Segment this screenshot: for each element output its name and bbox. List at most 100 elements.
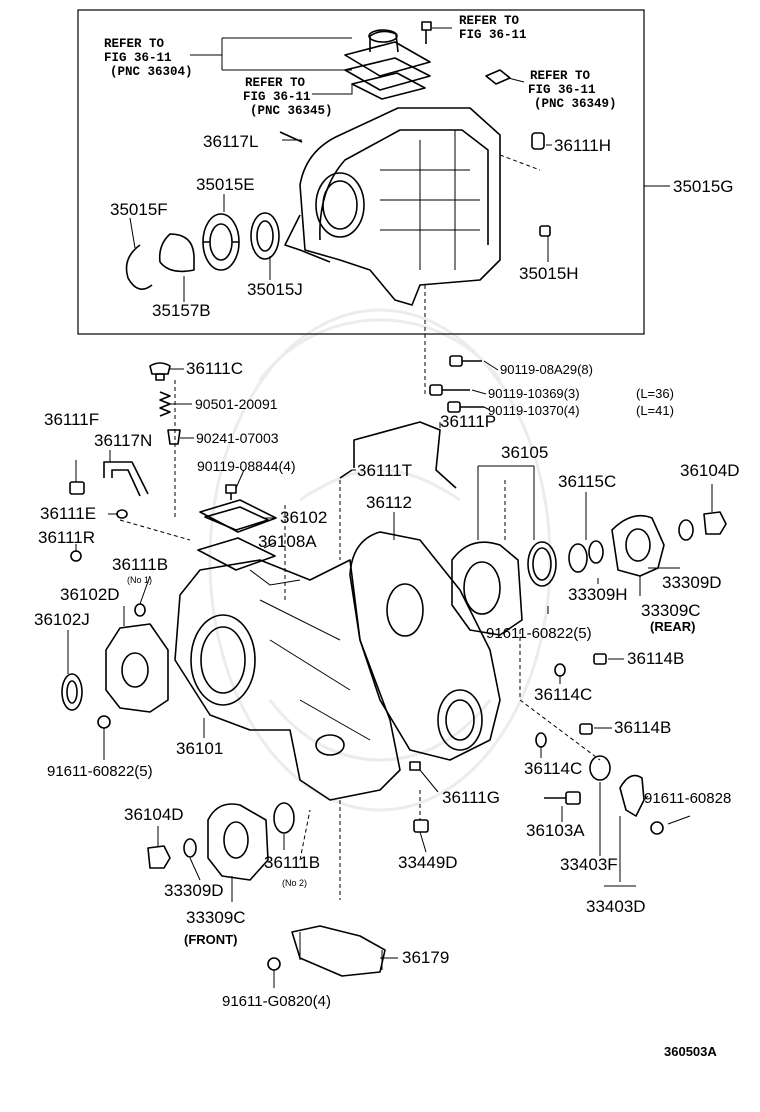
bolt-icon (421, 21, 432, 44)
label-36112: 36112 (366, 493, 412, 512)
ref-a-line1: REFER TO (459, 14, 520, 28)
label-36111H: 36111H (554, 136, 611, 155)
label-35015E: 35015E (196, 175, 255, 194)
label-36114C-lower: 36114C (524, 759, 582, 778)
label-90501-20091: 90501-20091 (195, 396, 278, 412)
washer-33309D-front (183, 838, 197, 858)
bolt-36111C (149, 362, 171, 381)
washer-33309D-rear (678, 519, 694, 541)
washer-36111E (116, 509, 128, 519)
bolt-group-90119 (429, 355, 484, 413)
label-33309C-front: 33309C (186, 908, 246, 927)
adapter-inset-frame (77, 9, 645, 335)
seal-ring-36105 (527, 541, 557, 587)
label-36103A: 36103A (526, 821, 585, 840)
bearing-35015E (202, 213, 240, 271)
ref-d-line2: FIG 36-11 (528, 83, 596, 97)
top-cover-plate (344, 29, 431, 100)
figure-id: 360503A (664, 1044, 717, 1059)
cover-36102D (105, 623, 169, 713)
label-36108A: 36108A (258, 532, 317, 551)
spring-90501-20091 (159, 391, 171, 417)
clip-icon (485, 69, 511, 85)
hose-36117N (103, 461, 149, 497)
label-36105: 36105 (501, 443, 548, 462)
label-no1: (No 1) (127, 575, 152, 585)
seal-36111B-no2 (273, 802, 295, 834)
label-91611-60828: 91611-60828 (644, 790, 731, 807)
label-35015G: 35015G (673, 177, 734, 196)
plug-36111B-no1 (134, 603, 146, 617)
bolt-90119-08844 (225, 484, 237, 500)
plug-36111F (69, 481, 85, 495)
ref-b-line1: REFER TO (104, 37, 165, 51)
label-90241-07003: 90241-07003 (196, 430, 279, 446)
label-36111F: 36111F (44, 410, 99, 429)
label-90119-10369: 90119-10369(3) (488, 386, 580, 401)
label-36101: 36101 (176, 739, 223, 758)
label-36111P: 36111P (440, 412, 496, 431)
ref-b-line3: (PNC 36304) (110, 65, 193, 79)
plug-36111R (70, 550, 82, 562)
label-36111C: 36111C (186, 359, 243, 378)
label-36114C-upper: 36114C (534, 685, 592, 704)
label-36111G: 36111G (442, 788, 500, 807)
label-36111B-no2: 36111B (264, 853, 320, 872)
label-36179: 36179 (402, 948, 449, 967)
plug-35015H (539, 225, 551, 237)
o-ring-33403F (589, 755, 611, 781)
pin-36111T (339, 469, 353, 479)
label-91611-60822-front: 91611-60822(5) (47, 763, 153, 780)
label-36104D-rear: 36104D (680, 461, 740, 480)
label-36102: 36102 (280, 508, 327, 527)
label-33309D-rear: 33309D (662, 573, 722, 592)
gasket-36108A (197, 537, 276, 571)
snap-ring-35015F (125, 244, 153, 290)
label-90119-08844: 90119-08844(4) (197, 458, 296, 474)
label-36114B-lower: 36114B (614, 718, 671, 737)
front-case-36101 (174, 559, 401, 801)
label-36111E: 36111E (40, 504, 96, 523)
label-33403F: 33403F (560, 855, 618, 874)
ref-d-line1: REFER TO (530, 69, 591, 83)
washer-36114C-lower (535, 732, 547, 748)
rear-housing-36105 (451, 541, 523, 636)
label-rear: (REAR) (650, 619, 696, 634)
ref-a-line2: FIG 36-11 (459, 28, 527, 42)
label-33309D-front: 33309D (164, 881, 224, 900)
label-len36: (L=36) (636, 386, 674, 401)
label-35157B: 35157B (152, 301, 211, 320)
pipe-36111P (353, 421, 457, 489)
seal-35015J (250, 212, 280, 260)
label-36111B-no1: 36111B (112, 555, 168, 574)
label-35015F: 35015F (110, 200, 168, 219)
bolt-33449D (413, 819, 429, 833)
label-36104D-front: 36104D (124, 805, 184, 824)
ref-d-line3: (PNC 36349) (534, 97, 617, 111)
bolt-91611-G0820 (267, 957, 281, 971)
breather-36111H (499, 132, 545, 171)
label-33309C-rear: 33309C (641, 601, 701, 620)
label-36102J: 36102J (34, 610, 90, 629)
bolt-91611-60828 (650, 821, 664, 835)
bolt-91611-60822-left (97, 715, 111, 729)
seal-36102J (61, 673, 83, 711)
sleeve-33403D (619, 774, 645, 817)
label-36115C: 36115C (558, 472, 616, 491)
label-36114B-upper: 36114B (627, 649, 684, 668)
label-36111R: 36111R (38, 528, 95, 547)
flange-33309C-rear (611, 514, 665, 577)
bolt-36114B-lower (579, 723, 593, 735)
label-35015J: 35015J (247, 280, 303, 299)
label-no2: (No 2) (282, 878, 307, 888)
washer-36114C-upper (554, 663, 566, 677)
leader-lines (67, 27, 713, 988)
label-35015H: 35015H (519, 264, 579, 283)
label-36102D: 36102D (60, 585, 120, 604)
ref-c-line1: REFER TO (245, 76, 306, 90)
label-33449D: 33449D (398, 853, 458, 872)
rear-case-36112 (349, 531, 501, 761)
skid-plate-36179 (291, 925, 386, 977)
ref-b-line2: FIG 36-11 (104, 51, 172, 65)
